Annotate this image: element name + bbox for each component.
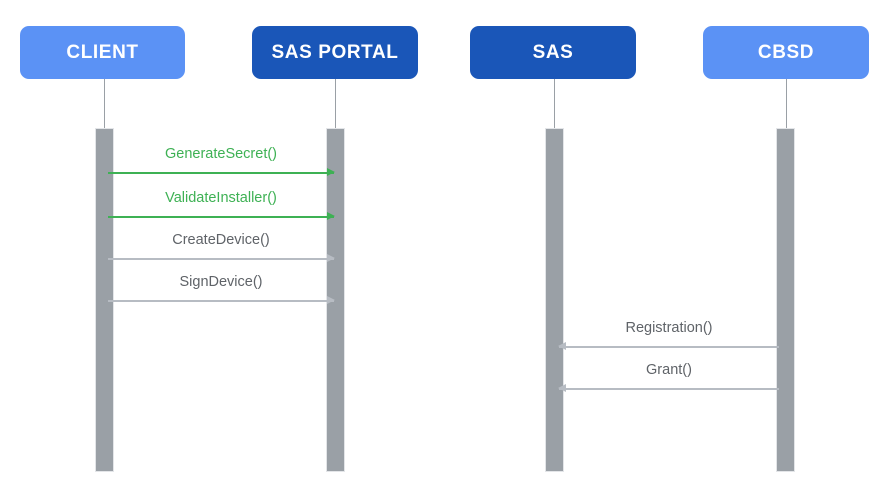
message-arrow-create-device	[108, 254, 335, 263]
message-label-sign-device: SignDevice()	[179, 274, 263, 290]
lifeline-sas	[554, 79, 555, 129]
actor-box-client[interactable]: CLIENT	[20, 26, 185, 79]
message-arrow-sign-device	[108, 296, 335, 305]
actor-label-sas: SAS	[532, 41, 574, 63]
activation-bar-sas	[545, 128, 564, 472]
arrowhead-validate-installer	[327, 212, 335, 221]
message-label-validate-installer: ValidateInstaller()	[165, 190, 277, 206]
message-line-sign-device	[108, 300, 334, 302]
message-label-create-device: CreateDevice()	[172, 232, 270, 248]
arrowhead-sign-device	[327, 296, 335, 305]
message-arrow-registration	[558, 342, 779, 351]
actor-box-sas-portal[interactable]: SAS PORTAL	[252, 26, 418, 79]
actor-label-cbsd: CBSD	[757, 41, 815, 63]
lifeline-cbsd	[786, 79, 787, 129]
actor-box-cbsd[interactable]: CBSD	[703, 26, 869, 79]
message-line-grant	[559, 388, 779, 390]
message-arrow-generate-secret	[108, 168, 335, 177]
message-line-create-device	[108, 258, 334, 260]
lifeline-sas-portal	[335, 79, 336, 129]
message-label-grant: Grant()	[646, 362, 692, 378]
message-line-registration	[559, 346, 779, 348]
message-line-generate-secret	[108, 172, 334, 174]
message-label-registration: Registration()	[625, 320, 713, 336]
message-line-validate-installer	[108, 216, 334, 218]
arrowhead-create-device	[327, 254, 335, 263]
arrowhead-registration	[558, 342, 566, 351]
actor-label-sas-portal: SAS PORTAL	[271, 41, 399, 63]
actor-label-client: CLIENT	[66, 41, 139, 63]
arrowhead-grant	[558, 384, 566, 393]
actor-box-sas[interactable]: SAS	[470, 26, 636, 79]
lifeline-client	[104, 79, 105, 129]
message-arrow-grant	[558, 384, 779, 393]
arrowhead-generate-secret	[327, 168, 335, 177]
message-arrow-validate-installer	[108, 212, 335, 221]
message-label-generate-secret: GenerateSecret()	[164, 146, 278, 162]
activation-bar-cbsd	[776, 128, 795, 472]
